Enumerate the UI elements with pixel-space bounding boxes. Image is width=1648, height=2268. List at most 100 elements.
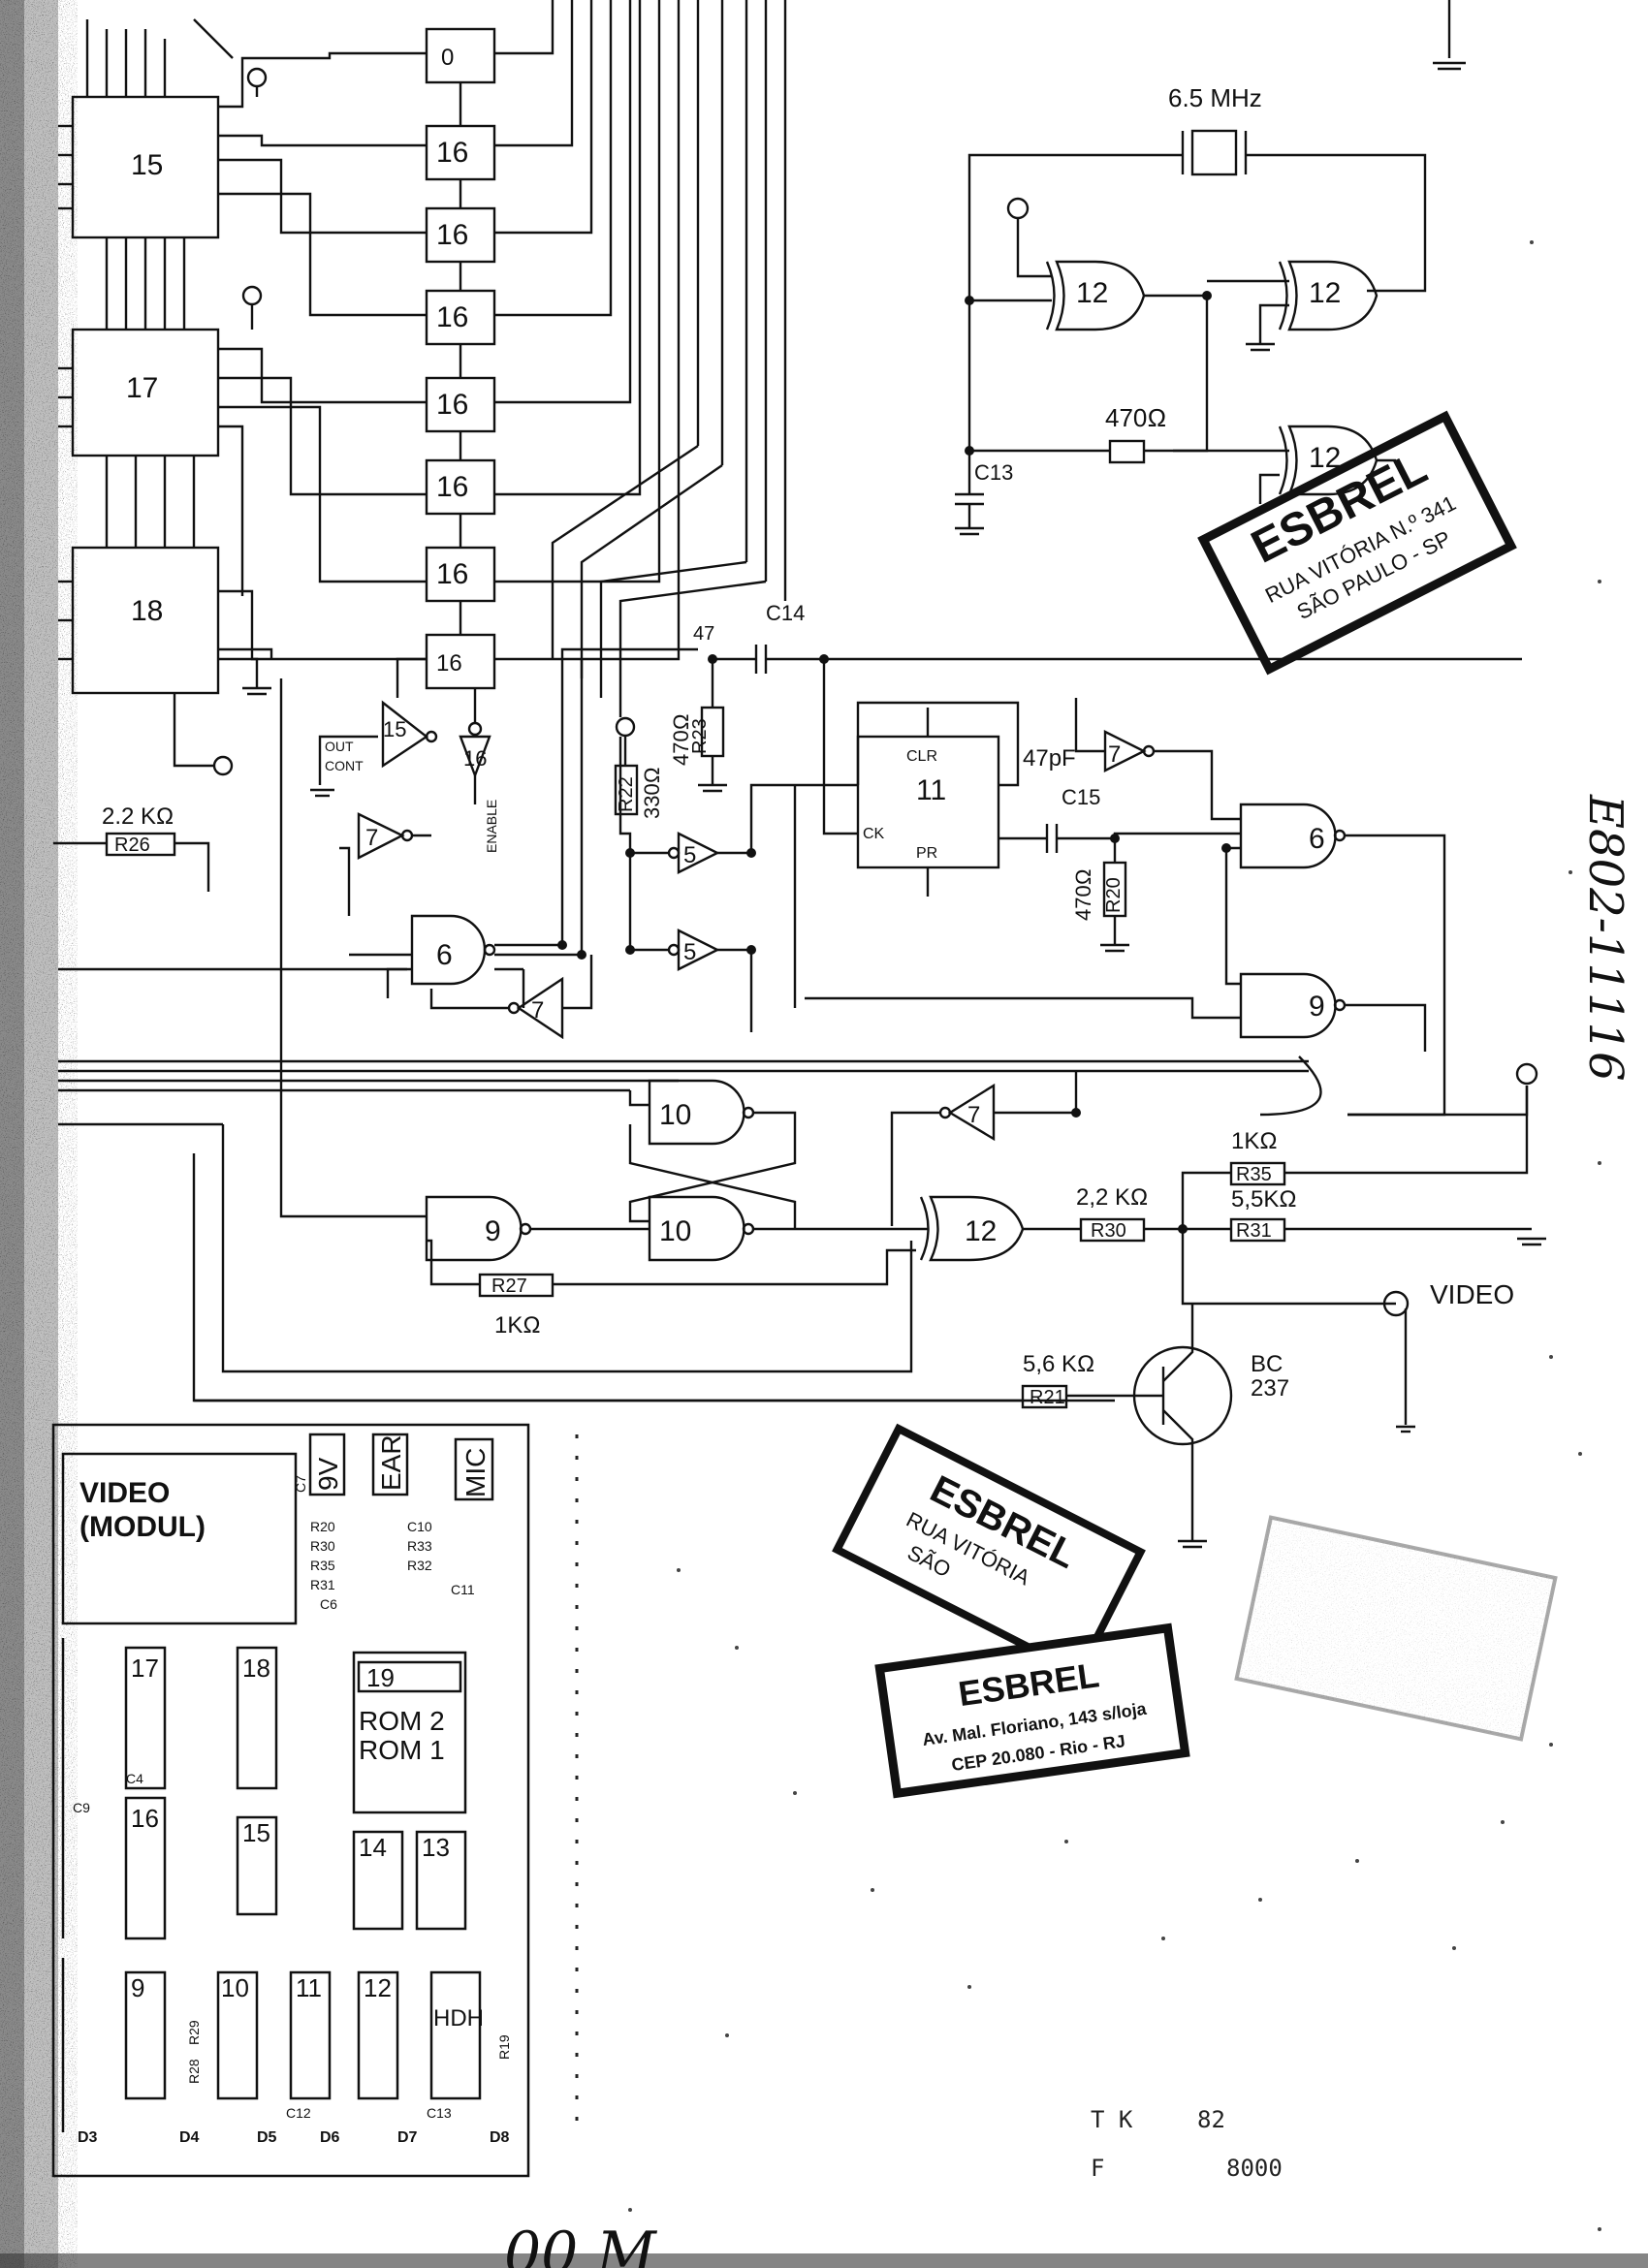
board-mic: MIC — [460, 1448, 491, 1497]
bottom-right-notes: T K 82 F 8000 — [1091, 2106, 1283, 2182]
out-label: OUT — [325, 739, 354, 754]
r35-label: R35 — [1236, 1164, 1272, 1185]
board-d3: D3 — [78, 2129, 98, 2146]
board-d6: D6 — [320, 2129, 340, 2146]
board-rom1: ROM 1 — [359, 1735, 445, 1765]
scan-speckles — [628, 240, 1601, 2231]
gate-15-small: 15 — [383, 717, 406, 741]
enable-label: ENABLE — [484, 800, 499, 853]
side-handwritten-note: E802-11116 — [1578, 794, 1632, 1082]
board-chip-14: 14 — [359, 1833, 387, 1862]
r30-value: 2,2 KΩ — [1076, 1184, 1148, 1211]
board-r35: R35 — [310, 1558, 335, 1573]
c15-value: 47pF — [1023, 745, 1076, 772]
gate-9-lower: 9 — [485, 1215, 501, 1247]
c15-label: C15 — [1062, 785, 1100, 809]
r21-value: 5,6 KΩ — [1023, 1351, 1094, 1377]
gate-7-left: 7 — [365, 825, 378, 851]
board-c11: C11 — [451, 1582, 475, 1597]
board-c13: C13 — [427, 2105, 452, 2121]
video-output-label: VIDEO — [1430, 1279, 1514, 1309]
r31-label: R31 — [1236, 1220, 1272, 1242]
stamp-bottom: ESBREL Av. Mal. Floriano, 143 s/loja CEP… — [874, 1622, 1190, 1799]
gate-7-lower: 7 — [967, 1102, 980, 1128]
gate-5b: 5 — [683, 939, 696, 965]
ic11-pr: PR — [916, 845, 937, 862]
video-modul-label2: (MODUL) — [79, 1511, 206, 1543]
ic11-label: 11 — [916, 774, 946, 806]
board-r31: R31 — [310, 1577, 335, 1592]
stamp-faint — [1234, 1515, 1558, 1742]
c14-value: 47 — [693, 623, 714, 645]
r23-label: R23 — [689, 718, 711, 754]
r26-value: 2.2 KΩ — [102, 803, 174, 830]
video-modul-label: VIDEO — [79, 1477, 170, 1509]
board-d4: D4 — [179, 2129, 200, 2146]
chip-16g: 16 — [436, 650, 462, 677]
r30-label: R30 — [1091, 1220, 1126, 1242]
bottom-scrawl: 00 M — [504, 2220, 657, 2268]
board-d7: D7 — [397, 2129, 418, 2146]
gate-12a: 12 — [1076, 277, 1108, 309]
transistor-label: BC — [1251, 1351, 1283, 1377]
junctions — [557, 291, 1231, 1234]
chip-0: 0 — [441, 45, 454, 71]
board-r28: R28 — [186, 2059, 202, 2084]
board-d5: D5 — [257, 2129, 277, 2146]
board-9v: 9V — [313, 1457, 343, 1491]
board-r32: R32 — [407, 1558, 432, 1573]
r27-label: R27 — [491, 1276, 527, 1297]
board-chip-12: 12 — [364, 1973, 392, 2002]
r35-value: 1KΩ — [1231, 1128, 1278, 1154]
board-chip-16: 16 — [131, 1804, 159, 1833]
board-labels: VIDEO (MODUL) 9V EAR MIC 17 18 19 ROM 2 … — [73, 1434, 512, 2146]
r22-value: 330Ω — [640, 767, 664, 819]
r26-label: R26 — [114, 835, 150, 856]
chip-17: 17 — [126, 372, 158, 404]
board-c9: C9 — [73, 1800, 90, 1815]
chip-16c: 16 — [436, 301, 468, 333]
board-r20: R20 — [310, 1519, 335, 1534]
gate-6-left: 6 — [436, 939, 453, 971]
r27-value: 1KΩ — [494, 1312, 541, 1339]
note-f: F — [1091, 2155, 1104, 2182]
crystal-label: 6.5 MHz — [1168, 83, 1262, 112]
ic11-ck: CK — [863, 826, 885, 842]
r23-value: 470Ω — [669, 713, 693, 766]
board-chip-19: 19 — [366, 1663, 395, 1692]
chip-16e: 16 — [436, 471, 468, 503]
component-labels: 6.5 MHz 470Ω C13 C14 47 R23 470Ω R22 330… — [102, 83, 1514, 1408]
board-d8: D8 — [490, 2129, 510, 2146]
cont-label: CONT — [325, 758, 364, 773]
r20-value: 470Ω — [1071, 868, 1095, 921]
board-ear: EAR — [376, 1434, 406, 1491]
board-chip-13: 13 — [422, 1833, 450, 1862]
gate-labels: 12 12 12 6 9 6 10 10 9 12 7 7 7 7 5 5 0 … — [126, 45, 1341, 1247]
chip-15: 15 — [131, 149, 163, 181]
board-chip-17: 17 — [131, 1654, 159, 1683]
board-chip-11: 11 — [296, 1973, 322, 2002]
r31-value: 5,5KΩ — [1231, 1186, 1297, 1213]
gate-7-right: 7 — [1108, 741, 1121, 768]
gate-5a: 5 — [683, 842, 696, 868]
board-rom2: ROM 2 — [359, 1706, 445, 1736]
transistor-number: 237 — [1251, 1375, 1289, 1402]
board-chip-9: 9 — [131, 1973, 144, 2002]
board-chip-18: 18 — [242, 1654, 270, 1683]
gate-9-right: 9 — [1309, 991, 1325, 1023]
board-chip-10: 10 — [221, 1973, 249, 2002]
gate-16-small: 16 — [463, 746, 487, 771]
stamp-top-right: ESBREL RUA VITÓRIA N.º 341 SÃO PAULO - S… — [1197, 410, 1517, 676]
board-r33: R33 — [407, 1538, 432, 1554]
board-r30: R30 — [310, 1538, 335, 1554]
r22-label: R22 — [616, 776, 637, 812]
wires — [53, 0, 1546, 1549]
note-f-number: 8000 — [1226, 2155, 1283, 2182]
chip-16f: 16 — [436, 558, 468, 590]
board-c10: C10 — [407, 1519, 432, 1534]
gate-7-mid: 7 — [531, 997, 544, 1024]
board-r19: R19 — [496, 2034, 512, 2060]
note-tk: T K — [1091, 2106, 1133, 2133]
